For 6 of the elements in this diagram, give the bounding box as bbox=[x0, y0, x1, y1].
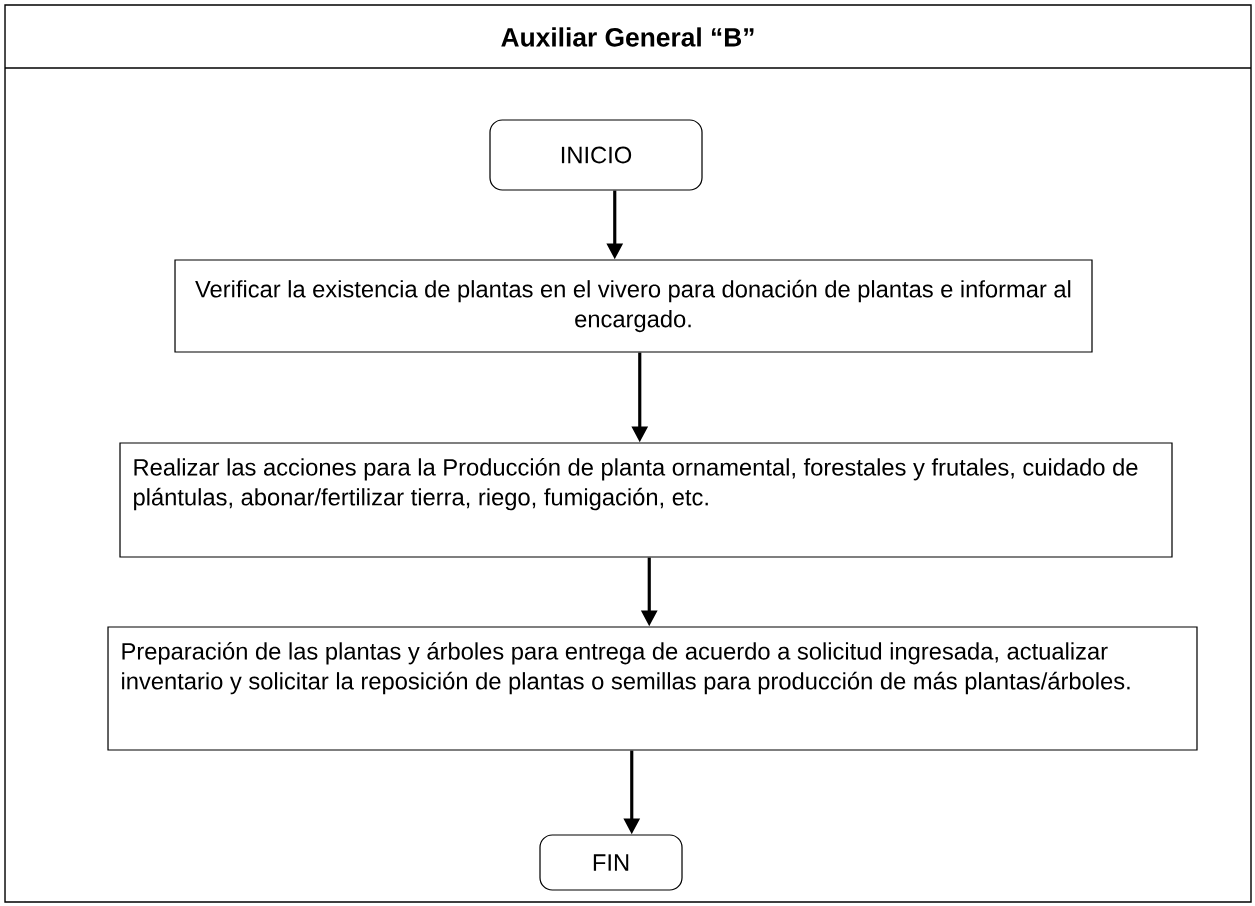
title: Auxiliar General “B” bbox=[501, 27, 754, 47]
process-box: Verificar la existencia de plantas en el vivero para donación de plantas e informar al encargado. bbox=[174, 259, 1093, 353]
terminal-box: FIN bbox=[539, 834, 683, 891]
terminal-box: INICIO bbox=[489, 119, 703, 191]
process-box: Preparación de las plantas y árboles para entrega de acuerdo a solicitud ingresada, actualizar inventario y solicitar la reposición de plantas o semillas para producción de más plantas/árboles. bbox=[107, 626, 1198, 751]
process-box: Realizar las acciones para la Producción de planta ornamental, forestales y frutales, cuidado de plántulas, abonar/fertilizar tierra, riego, fumigación, etc. bbox=[119, 442, 1173, 558]
